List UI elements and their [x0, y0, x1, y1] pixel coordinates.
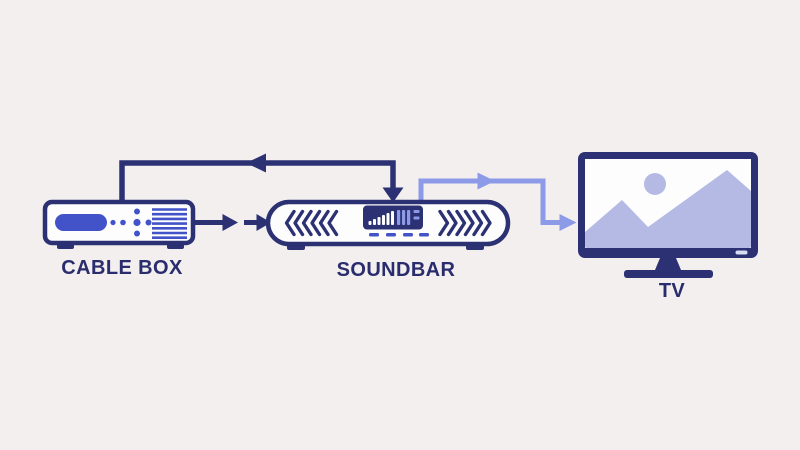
- arrowhead-right-icon: [222, 214, 238, 231]
- soundbar-left-chevrons-icon: [284, 209, 339, 237]
- cable-box-device: [42, 199, 196, 249]
- cable-box-label: CABLE BOX: [61, 257, 183, 279]
- tv-stand-neck: [655, 258, 681, 270]
- tv-arrow-line: [418, 178, 560, 225]
- arrowhead-left-icon: [246, 153, 266, 173]
- soundbar-equalizer-peak-bars-icon: [397, 210, 411, 225]
- soundbar-display-indicator-marks: [413, 210, 420, 220]
- soundbar-right-chevrons-icon: [438, 209, 492, 237]
- connection-soundbar-cable-box-loop: [119, 153, 404, 203]
- tv-device: [578, 152, 758, 278]
- tv-image-placeholder-icon: [585, 170, 751, 248]
- cable-box-vent-lines-icon: [152, 208, 187, 239]
- tv-label: TV: [658, 280, 686, 302]
- soundbar-control-dashes-icon: [369, 233, 429, 237]
- soundbar-device: [265, 199, 511, 250]
- cable-box-control-dots-icon: [110, 208, 152, 237]
- cable-box-display-pill: [55, 214, 107, 231]
- connection-cable-box-to-soundbar: [191, 214, 271, 231]
- soundbar-equalizer-bars-icon: [368, 211, 394, 225]
- arrowhead-down-icon: [382, 187, 404, 203]
- soundbar-label: SOUNDBAR: [336, 259, 456, 281]
- sun-icon: [644, 173, 666, 195]
- loop-arrow-line: [119, 160, 396, 203]
- arrowhead-right-icon: [256, 214, 271, 231]
- arrowhead-right-icon: [477, 172, 495, 190]
- mountains-icon: [585, 170, 751, 248]
- connection-soundbar-to-tv: [418, 172, 577, 231]
- tv-power-indicator: [735, 250, 748, 255]
- arrowhead-right-icon: [559, 214, 577, 231]
- tv-stand-base: [624, 270, 713, 278]
